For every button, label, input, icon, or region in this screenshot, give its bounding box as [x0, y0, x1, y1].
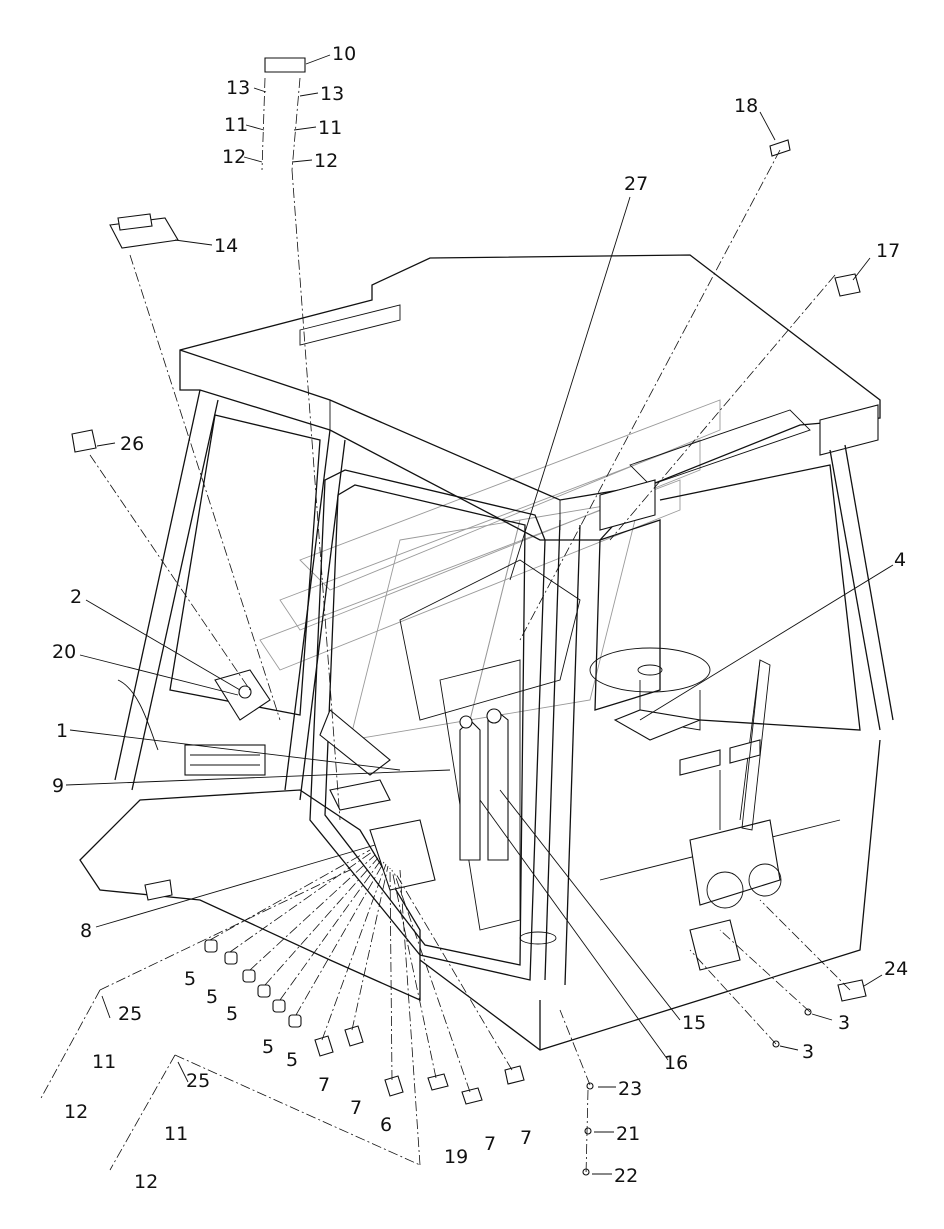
callout-12: 12: [134, 1171, 158, 1193]
callout-labels: 10 13 13 11 11 12 12 14 18 27 17 26 4 2 …: [52, 43, 908, 1193]
callout-2: 2: [70, 586, 82, 608]
callout-1: 1: [56, 720, 68, 742]
cab-frame: [79, 389, 894, 1051]
callout-27: 27: [624, 173, 648, 195]
callout-21: 21: [616, 1123, 640, 1145]
callout-12: 12: [222, 146, 246, 168]
callout-13: 13: [320, 83, 344, 105]
interior-components: [117, 559, 782, 971]
callout-8: 8: [80, 920, 92, 942]
callout-24: 24: [884, 958, 908, 980]
callout-15: 15: [682, 1012, 706, 1034]
callout-3: 3: [838, 1012, 850, 1034]
callout-5: 5: [226, 1003, 238, 1025]
loose-parts: [71, 57, 867, 1176]
callout-5: 5: [184, 968, 196, 990]
callout-20: 20: [52, 641, 76, 663]
callout-23: 23: [618, 1078, 642, 1100]
callout-17: 17: [876, 240, 900, 262]
callout-5: 5: [286, 1049, 298, 1071]
callout-4: 4: [894, 549, 906, 571]
callout-11: 11: [318, 117, 342, 139]
callout-22: 22: [614, 1165, 638, 1187]
callout-7: 7: [350, 1097, 362, 1119]
callout-6: 6: [380, 1114, 392, 1136]
callout-11: 11: [224, 114, 248, 136]
callout-25: 25: [118, 1003, 142, 1025]
leader-lines: [65, 54, 894, 1175]
callout-5: 5: [262, 1036, 274, 1058]
callout-12: 12: [64, 1101, 88, 1123]
callout-3: 3: [802, 1041, 814, 1063]
cab-roof: [179, 254, 881, 541]
callout-7: 7: [318, 1074, 330, 1096]
callout-19: 19: [444, 1146, 468, 1168]
callout-9: 9: [52, 775, 64, 797]
callout-14: 14: [214, 235, 238, 257]
callout-11: 11: [92, 1051, 116, 1073]
callout-11: 11: [164, 1123, 188, 1145]
callout-12: 12: [314, 150, 338, 172]
callout-18: 18: [734, 95, 758, 117]
callout-13: 13: [226, 77, 250, 99]
callout-16: 16: [664, 1052, 688, 1074]
callout-10: 10: [332, 43, 356, 65]
callout-25: 25: [186, 1070, 210, 1092]
assembly-lines: [39, 77, 851, 1176]
callout-26: 26: [120, 433, 144, 455]
callout-7: 7: [484, 1133, 496, 1155]
callout-5: 5: [206, 986, 218, 1008]
callout-7: 7: [520, 1127, 532, 1149]
